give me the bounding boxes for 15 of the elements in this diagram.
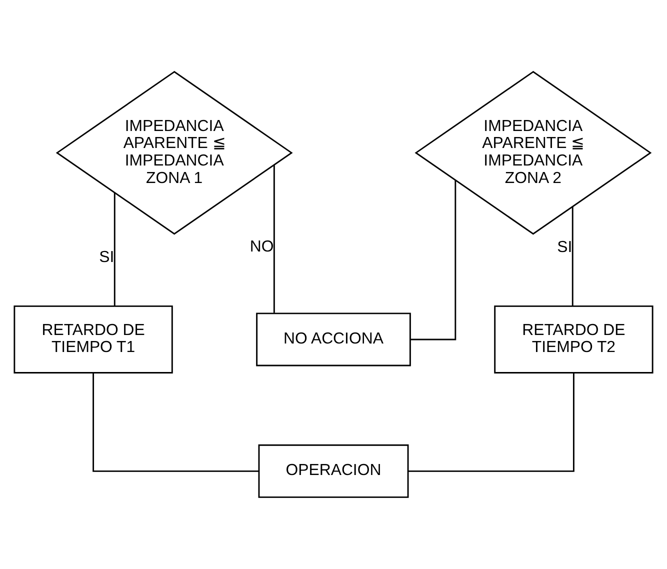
edge-label: NO [250,238,274,256]
node-box: RETARDO DE TIEMPO T2 [494,305,654,374]
connector [408,373,574,472]
edge-label: SI [99,249,114,266]
node-diamond: IMPEDANCIA APARENTE ≦ IMPEDANCIA ZONA 1 [56,70,293,235]
node-diamond: IMPEDANCIA APARENTE ≦ IMPEDANCIA ZONA 2 [414,70,652,235]
connector [273,165,275,313]
connector [410,180,456,340]
edge-label: SI [557,238,572,256]
connector [114,192,116,306]
connector [572,206,574,306]
node-box: RETARDO DE TIEMPO T1 [14,305,173,374]
node-box: NO ACCIONA [256,312,411,366]
connector [92,373,259,472]
node-box: OPERACION [258,444,409,498]
